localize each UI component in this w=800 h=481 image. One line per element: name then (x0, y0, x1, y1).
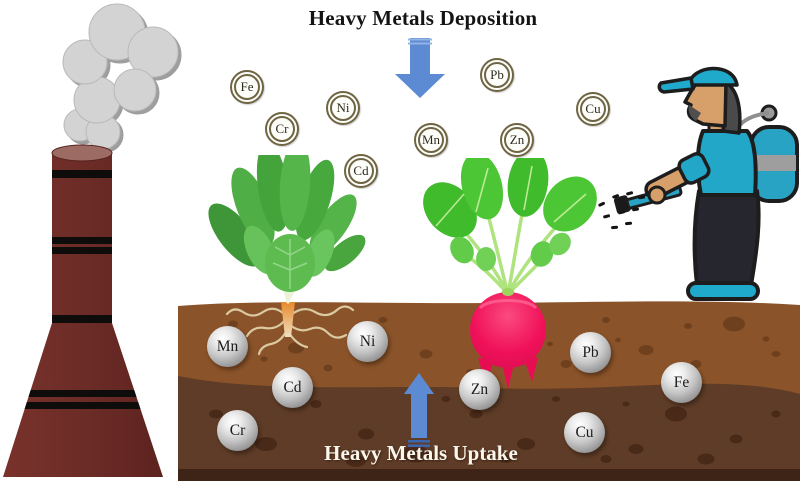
soil-metal-label: Pb (582, 343, 599, 361)
radish-plant-icon (423, 158, 597, 389)
soil-metal-label: Mn (216, 337, 239, 355)
smoke-cloud-icon (62, 3, 179, 150)
soil-metal-sphere: Ni (347, 321, 388, 362)
air-metal-circle: Ni (326, 91, 360, 125)
air-metal-label: Ni (336, 100, 350, 115)
soil-metal-sphere: Fe (661, 362, 702, 403)
deposition-arrow-icon (395, 38, 445, 98)
air-metal-label: Pb (490, 67, 504, 82)
air-metal-label: Cu (585, 101, 601, 116)
soil-metal-sphere: Cu (564, 412, 605, 453)
soil-metal-sphere: Zn (459, 369, 500, 410)
spray-droplets-icon (598, 191, 646, 230)
air-metal-label: Fe (240, 79, 254, 94)
air-metal-circle: Mn (414, 123, 448, 157)
air-metal-label: Cr (275, 121, 289, 136)
air-metal-circle: Cr (265, 112, 299, 146)
uptake-title: Heavy Metals Uptake (324, 441, 518, 465)
air-metal-label: Zn (509, 132, 525, 147)
air-metal-circle: Zn (500, 123, 534, 157)
soil-metal-sphere: Cd (272, 367, 313, 408)
air-metal-label: Mn (421, 132, 441, 147)
soil-metal-sphere: Cr (217, 410, 258, 451)
soil-metal-label: Ni (359, 332, 376, 350)
soil-metal-label: Cu (575, 423, 594, 441)
soil-metal-sphere: Pb (570, 332, 611, 373)
soil-metal-label: Zn (470, 380, 489, 398)
air-metal-circle: Cu (576, 92, 610, 126)
soil-metal-label: Cd (283, 378, 302, 396)
deposition-title: Heavy Metals Deposition (308, 6, 538, 30)
uptake-arrow-icon (404, 373, 434, 447)
air-metal-circle: Cd (344, 154, 378, 188)
air-metal-circle: Pb (480, 58, 514, 92)
leafy-plant-icon (208, 155, 366, 356)
air-metal-label: Cd (353, 163, 369, 178)
air-metal-circle: Fe (230, 70, 264, 104)
soil-metal-sphere: Mn (207, 326, 248, 367)
factory-chimney-icon (3, 144, 163, 477)
soil-metal-label: Cr (229, 421, 246, 439)
soil-metal-label: Fe (673, 373, 690, 391)
person-sprayer-icon (598, 66, 799, 301)
